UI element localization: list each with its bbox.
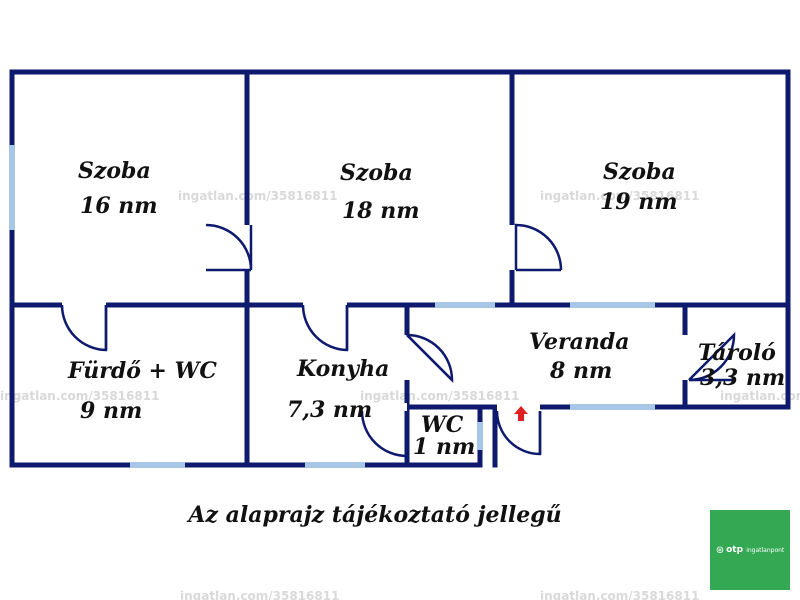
door-leaves [104, 268, 734, 456]
door-gap [403, 335, 411, 380]
door-swing [514, 223, 563, 271]
watermark: ingatlan.com/35816811 [540, 589, 699, 600]
watermark-layer: ingatlan.com/35816811 ingatlan.com/35816… [0, 189, 800, 600]
room-name: Fürdő + WC [67, 358, 217, 384]
door-swing [360, 410, 409, 458]
door-gap [243, 225, 251, 270]
windows [9, 145, 655, 468]
watermark: ingatlan.com/35816811 [360, 389, 519, 403]
room-name: Konyha [296, 356, 389, 382]
room-area: 3,3 nm [700, 365, 785, 391]
watermark: ingatlan.com/35816811 [178, 189, 337, 203]
room-area: 7,3 nm [287, 397, 372, 423]
agency-logo: ⊛ otp ingatlanpont [710, 510, 790, 590]
door-swing [495, 410, 542, 456]
door-gap [508, 225, 516, 270]
door-gap [62, 301, 106, 309]
door-openings [62, 225, 689, 411]
room-labels: Szoba 16 nm Szoba 18 nm Szoba 19 nm Fürd… [67, 158, 785, 460]
door-swing [60, 304, 108, 352]
window [435, 302, 495, 308]
logo-icon: ⊛ [715, 544, 725, 556]
door-swing [406, 333, 454, 384]
room-name: Szoba [78, 158, 151, 184]
watermark: ingatlan.com/35816811 [180, 589, 339, 600]
door-gap [360, 403, 407, 411]
logo-text: otp ingatlanpont [726, 545, 785, 555]
room-name: Veranda [529, 329, 630, 355]
room-name: Tároló [698, 340, 776, 366]
window [130, 462, 185, 468]
watermark: ingatlan.com/35816811 [720, 389, 800, 403]
room-area: 1 nm [413, 434, 475, 460]
room-area: 16 nm [80, 193, 158, 219]
window [570, 302, 655, 308]
door-gap [681, 335, 689, 380]
room-name: WC [421, 412, 464, 438]
room-area: 9 nm [80, 398, 142, 424]
entrance-arrow-icon [514, 406, 528, 421]
door-swing [301, 304, 349, 352]
window [305, 462, 365, 468]
door-gap [303, 301, 347, 309]
door-gap [497, 403, 540, 411]
room-area: 18 nm [342, 198, 420, 224]
room-area: 19 nm [600, 189, 678, 215]
plan-disclaimer: Az alaprajz tájékoztató jellegű [188, 502, 562, 528]
watermark: ingatlan.com/35816811 [540, 189, 699, 203]
window [9, 145, 15, 230]
room-area: 8 nm [549, 358, 612, 384]
watermark: ingatlan.com/35816811 [0, 389, 159, 403]
room-name: Szoba [340, 160, 413, 186]
window [570, 404, 655, 410]
door-swings [60, 223, 736, 458]
door-swing [205, 223, 253, 271]
room-name: Szoba [603, 159, 676, 185]
window [477, 422, 483, 450]
